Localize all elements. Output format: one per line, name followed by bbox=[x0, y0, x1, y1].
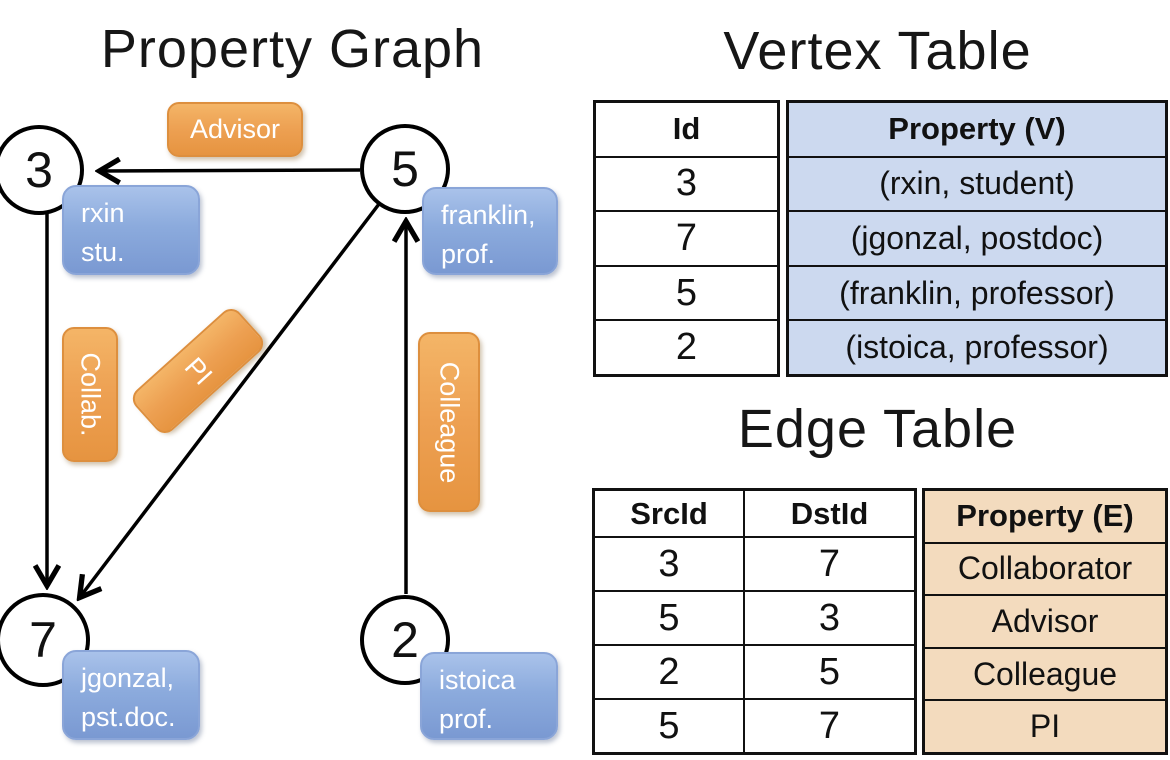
table-cell: 2 bbox=[595, 644, 743, 698]
vertex-property-box-franklin: franklin, prof. bbox=[422, 187, 558, 275]
vertex-property-box-istoica: istoica prof. bbox=[420, 652, 558, 740]
table-cell: (rxin, student) bbox=[789, 155, 1165, 211]
table-cell: 3 bbox=[596, 155, 777, 211]
vertex-table-title: Vertex Table bbox=[723, 21, 1032, 81]
table-cell: PI bbox=[925, 699, 1165, 752]
edge-label-text: Advisor bbox=[189, 114, 281, 144]
column-header: Id bbox=[672, 111, 701, 147]
table-cell: (franklin, professor) bbox=[789, 264, 1165, 320]
edge-label-text: Collab. bbox=[75, 352, 106, 437]
table-cell: (jgonzal, postdoc) bbox=[789, 210, 1165, 265]
edge-advisor-line bbox=[100, 170, 361, 171]
column-header: SrcId bbox=[630, 495, 708, 531]
edge-label-collab: Collab. bbox=[62, 327, 118, 462]
graph-edges bbox=[0, 0, 585, 760]
property-graph-title: Property Graph bbox=[100, 19, 485, 79]
vertex-table-id-column: Id 3 7 5 2 bbox=[593, 100, 780, 377]
table-cell: 3 bbox=[595, 536, 743, 590]
edge-label-text: PI bbox=[178, 351, 219, 391]
vertex-property-line: prof. bbox=[439, 704, 494, 734]
property-graph-panel: Property Graph 3 5 7 2 rxin stu. bbox=[0, 0, 585, 760]
table-cell: 5 bbox=[743, 644, 914, 698]
vertex-property-line: stu. bbox=[81, 237, 125, 267]
table-cell: Advisor bbox=[925, 594, 1165, 647]
column-header: Property (E) bbox=[956, 498, 1134, 534]
vertex-property-line: jgonzal, bbox=[81, 663, 175, 693]
table-cell: 2 bbox=[596, 319, 777, 374]
column-header: DstId bbox=[743, 491, 914, 536]
edge-pi-line bbox=[80, 202, 381, 597]
vertex-property-line: istoica bbox=[439, 665, 516, 695]
vertex-property-line: pst.doc. bbox=[81, 702, 176, 732]
table-cell: 3 bbox=[743, 590, 914, 644]
vertex-node-id: 5 bbox=[391, 141, 419, 197]
table-cell: Colleague bbox=[925, 646, 1165, 700]
vertex-node-id: 2 bbox=[391, 612, 419, 668]
table-cell: 7 bbox=[743, 698, 914, 752]
column-header: Property (V) bbox=[888, 111, 1066, 147]
edge-label-advisor: Advisor bbox=[167, 102, 303, 157]
table-cell: 7 bbox=[743, 536, 914, 590]
table-cell: 5 bbox=[596, 264, 777, 320]
vertex-node-id: 3 bbox=[25, 142, 53, 198]
vertex-property-line: prof. bbox=[441, 239, 496, 269]
edge-table-id-columns: SrcId DstId 3 7 5 3 2 5 5 7 bbox=[592, 488, 917, 755]
vertex-property-box-jgonzal: jgonzal, pst.doc. bbox=[62, 650, 200, 740]
edge-table-property-column: Property (E) Collaborator Advisor Collea… bbox=[922, 488, 1168, 755]
edge-label-text: Colleague bbox=[434, 361, 465, 483]
table-cell: 7 bbox=[596, 210, 777, 265]
table-cell: (istoica, professor) bbox=[789, 319, 1165, 374]
edge-table-title: Edge Table bbox=[737, 399, 1018, 459]
vertex-property-line: rxin bbox=[81, 198, 125, 228]
edge-label-colleague: Colleague bbox=[418, 332, 480, 512]
table-cell: 5 bbox=[595, 698, 743, 752]
vertex-property-line: franklin, bbox=[441, 200, 536, 230]
vertex-table-property-column: Property (V) (rxin, student) (jgonzal, p… bbox=[786, 100, 1168, 377]
vertex-property-box-rxin: rxin stu. bbox=[62, 185, 200, 275]
table-cell: 5 bbox=[595, 590, 743, 644]
table-cell: Collaborator bbox=[925, 541, 1165, 595]
vertex-node-id: 7 bbox=[29, 612, 57, 668]
